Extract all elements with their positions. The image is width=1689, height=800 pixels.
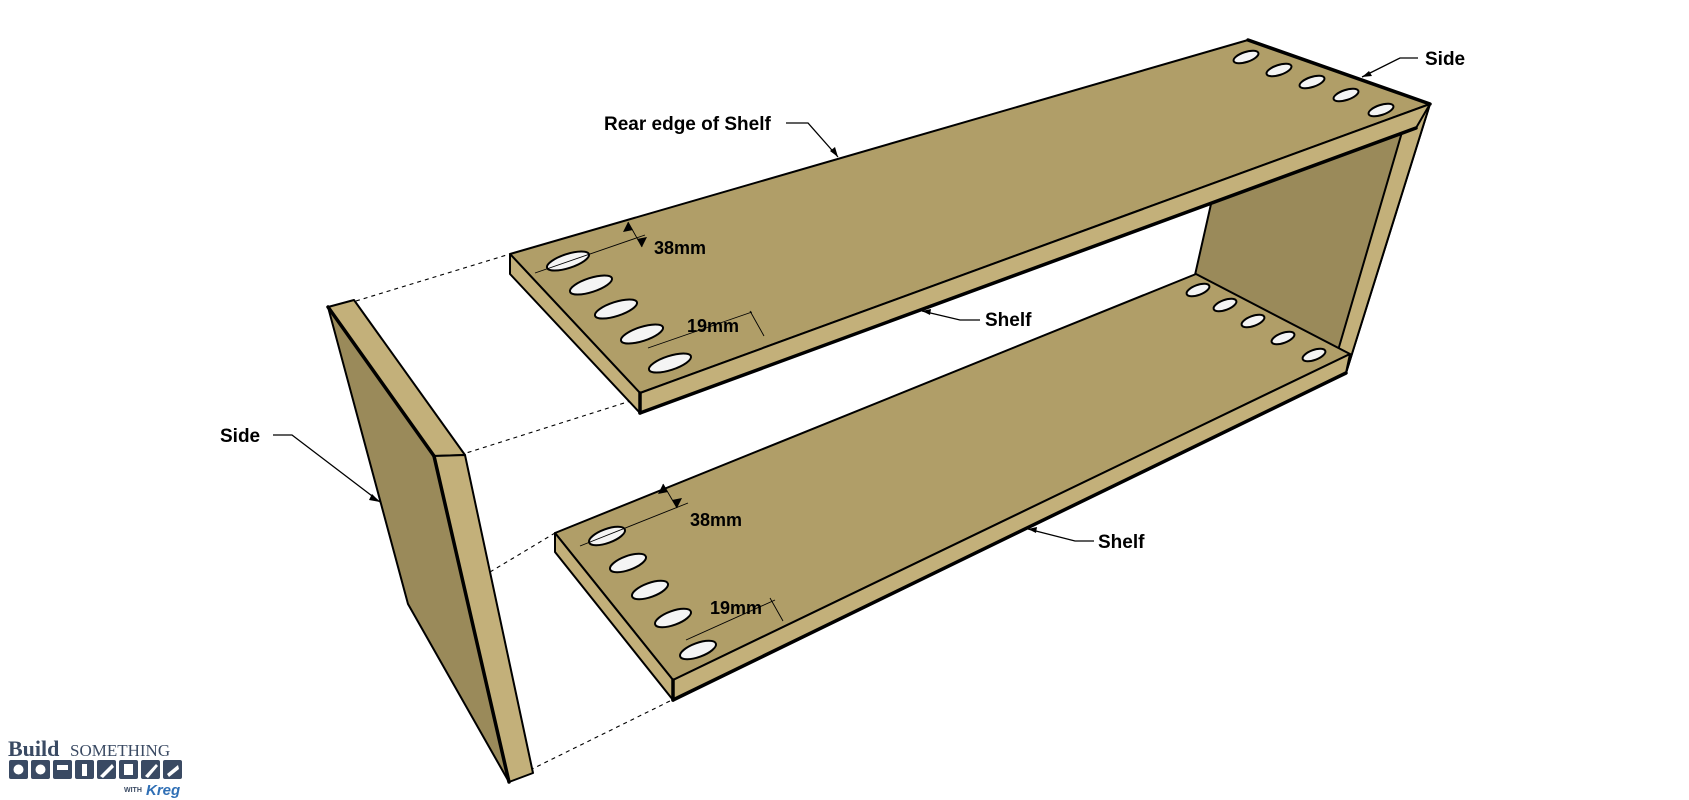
pocket-hole — [593, 298, 639, 320]
side-label-right: Side — [1425, 49, 1465, 70]
leader-lines — [273, 57, 1418, 542]
logo-something-text: SOMETHING — [70, 741, 170, 760]
pocket-hole — [1301, 347, 1327, 363]
pocket-hole — [568, 274, 614, 296]
pocket-hole — [1185, 282, 1211, 298]
left-side-panel — [326, 299, 534, 784]
pocket-hole — [630, 579, 670, 601]
dimension-38mm-upper: 38mm — [654, 238, 706, 258]
pocket-hole — [1270, 330, 1296, 346]
pocket-hole — [647, 352, 693, 374]
pocket-hole — [653, 607, 693, 629]
rear-edge-label: Rear edge of Shelf — [604, 114, 771, 135]
logo-with-text: WITH — [124, 787, 142, 794]
pocket-hole — [1240, 313, 1266, 329]
pocket-hole — [1265, 62, 1293, 78]
dimension-19mm-lower: 19mm — [710, 598, 762, 618]
logo-tool-icons — [9, 760, 182, 779]
build-something-logo: Build SOMETHING WITH Kreg — [8, 736, 182, 799]
pocket-hole — [608, 552, 648, 574]
alignment-lines — [355, 253, 673, 771]
side-label-left: Side — [220, 426, 260, 447]
dimension-38mm-lower: 38mm — [690, 510, 742, 530]
dimension-19mm-upper: 19mm — [687, 316, 739, 336]
pocket-hole — [1212, 297, 1238, 313]
shelf-label-upper: Shelf — [985, 310, 1032, 331]
logo-kreg-text: Kreg — [146, 782, 180, 799]
pocket-hole — [1232, 49, 1260, 65]
logo-build-text: Build — [8, 736, 59, 761]
pocket-hole — [1367, 102, 1395, 118]
upper-shelf — [509, 38, 1432, 415]
shelf-label-lower: Shelf — [1098, 532, 1145, 553]
pocket-hole — [1332, 87, 1360, 103]
pocket-hole — [619, 323, 665, 345]
pocket-hole — [1298, 74, 1326, 90]
lower-shelf — [554, 273, 1351, 702]
pocket-hole — [678, 639, 718, 661]
